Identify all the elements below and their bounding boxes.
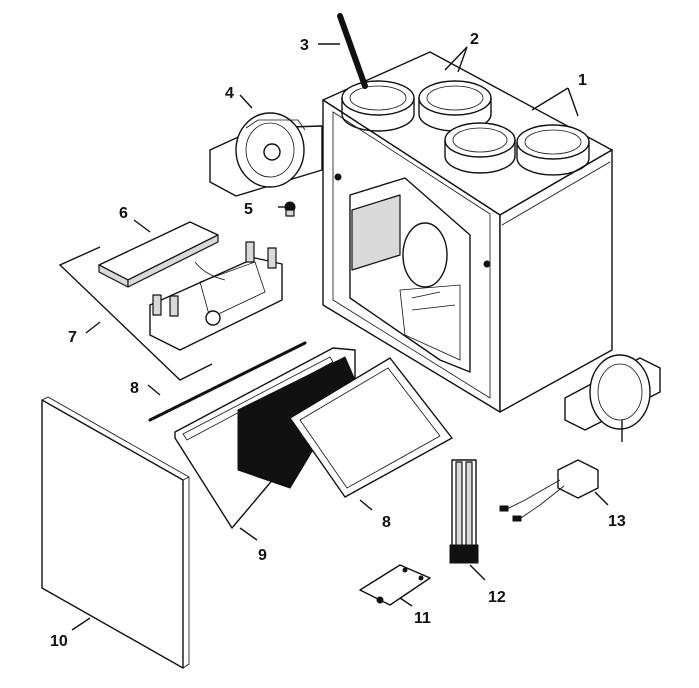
leader-lines bbox=[71, 43, 609, 631]
part-8-rod bbox=[148, 341, 307, 422]
part-6-cover bbox=[98, 221, 219, 288]
part-4-blower-left bbox=[209, 112, 323, 197]
callout-8-rod: 8 bbox=[130, 380, 139, 397]
callout-9: 9 bbox=[258, 547, 267, 564]
part-13-wire-harness bbox=[499, 459, 599, 522]
part-8-filter-frame bbox=[289, 357, 453, 498]
callout-1: 1 bbox=[578, 72, 587, 89]
callout-3: 3 bbox=[300, 37, 309, 54]
duct-collar-2-right bbox=[418, 80, 492, 132]
callout-5: 5 bbox=[244, 201, 253, 218]
part-5-screw bbox=[278, 201, 296, 217]
callout-8-filter: 8 bbox=[382, 514, 391, 531]
part-11-circuit-board bbox=[359, 564, 431, 606]
callout-2: 2 bbox=[470, 31, 479, 48]
callout-labels: 1 2 3 4 5 6 7 8 8 9 10 11 12 13 bbox=[50, 31, 626, 650]
callout-13: 13 bbox=[608, 513, 626, 530]
callout-12: 12 bbox=[488, 589, 506, 606]
blower-right bbox=[564, 354, 661, 442]
callout-11: 11 bbox=[414, 610, 431, 627]
duct-collar-1-left bbox=[444, 122, 516, 174]
callout-10: 10 bbox=[50, 633, 68, 650]
part-12-heater-element bbox=[449, 459, 479, 564]
callout-6: 6 bbox=[119, 205, 128, 222]
callout-4: 4 bbox=[225, 85, 234, 102]
part-3-rod bbox=[337, 13, 368, 89]
duct-collar-1-right bbox=[516, 124, 590, 176]
callout-7: 7 bbox=[68, 329, 77, 346]
duct-collar-2-left bbox=[341, 80, 415, 132]
part-7-bracket-assembly bbox=[58, 241, 283, 381]
part-10-access-panel bbox=[41, 396, 190, 669]
